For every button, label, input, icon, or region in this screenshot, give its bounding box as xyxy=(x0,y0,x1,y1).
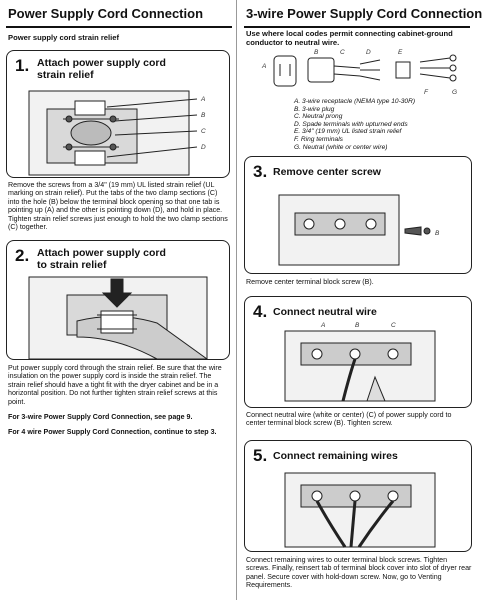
fig-label-b-step4: B xyxy=(355,322,360,329)
step-4-panel: 4. Connect neutral wire A B C xyxy=(244,296,472,408)
terminal-block-illustration: B xyxy=(278,194,440,266)
diagram-label-b: B xyxy=(314,49,319,56)
step-4-caption: Connect neutral wire (white or center) (… xyxy=(246,411,452,428)
fig-label-a: A xyxy=(320,322,325,329)
fig-label-c: C xyxy=(391,322,396,329)
step-4-number: 4. xyxy=(253,302,268,321)
legend-item: F. Ring terminals xyxy=(294,135,343,143)
diagram-label-f: F xyxy=(424,89,429,96)
step-5-panel: 5. Connect remaining wires xyxy=(244,440,472,552)
step-4-title: Connect neutral wire xyxy=(273,306,377,318)
note-4-wire: For 4 wire Power Supply Cord Connection,… xyxy=(8,428,217,436)
step-2-title-line1: Attach power supply cord xyxy=(37,247,166,259)
legend-item: D. Spade terminals with upturned ends xyxy=(294,120,408,128)
step-5-title: Connect remaining wires xyxy=(273,450,398,462)
legend-item: E. 3/4" (19 mm) UL listed strain relief xyxy=(294,128,402,136)
diagram-label-a: A xyxy=(261,63,266,70)
legend-item: A. 3-wire receptacle (NEMA type 10-30R) xyxy=(294,98,416,105)
diagram-label-e: E xyxy=(398,49,403,56)
step-5-number: 5. xyxy=(253,446,268,465)
section-rule-3wire xyxy=(244,26,470,28)
step-1-title: Attach power supply cord strain relief xyxy=(37,57,166,81)
remaining-wires-illustration xyxy=(284,472,436,548)
legend-item: G. Neutral (white or center wire) xyxy=(294,143,388,151)
diagram-label-g: G xyxy=(452,89,457,96)
step-3-title: Remove center screw xyxy=(273,166,381,178)
parts-diagram: A B C D E F G xyxy=(261,49,457,96)
cord-through-relief-illustration xyxy=(28,276,209,360)
label-a: A xyxy=(200,96,205,103)
step-2-title-line2: to strain relief xyxy=(37,259,107,271)
step-1-title-line2: strain relief xyxy=(37,69,94,81)
section-title-3wire: 3-wire Power Supply Cord Connection xyxy=(246,6,482,21)
section-subtitle: Power supply cord strain relief xyxy=(8,33,119,42)
label-c: C xyxy=(201,128,206,135)
parts-legend: A. 3-wire receptacle (NEMA type 10-30R) … xyxy=(294,98,474,151)
section-subtitle-3wire: Use where local codes permit connecting … xyxy=(246,29,453,47)
step-5-caption: Connect remaining wires to outer termina… xyxy=(246,556,472,590)
step-2-number: 2. xyxy=(15,246,30,265)
note-3-wire: For 3-wire Power Supply Cord Connection,… xyxy=(8,413,193,421)
section-title: Power Supply Cord Connection xyxy=(8,6,204,21)
step-3-panel: 3. Remove center screw B xyxy=(244,156,472,274)
step-2-panel: 2. Attach power supply cord to strain re… xyxy=(6,240,230,360)
step-1-panel: 1. Attach power supply cord strain relie… xyxy=(6,50,230,178)
step-2-title: Attach power supply cord to strain relie… xyxy=(37,247,166,271)
neutral-wire-illustration: A B C xyxy=(284,322,436,402)
step-1-text: Remove the screws from a 3/4" (19 mm) UL… xyxy=(8,181,228,232)
label-d: D xyxy=(201,144,206,151)
column-divider xyxy=(236,0,237,600)
fig-label-b: B xyxy=(435,230,440,237)
legend-item: C. Neutral prong xyxy=(294,113,343,121)
step-1-number: 1. xyxy=(15,56,30,75)
diagram-label-d: D xyxy=(366,49,371,56)
legend-item: B. 3-wire plug xyxy=(294,105,335,113)
step-3-number: 3. xyxy=(253,162,268,181)
diagram-label-c: C xyxy=(340,49,345,56)
section-rule xyxy=(6,26,232,28)
step-2-text: Put power supply cord through the strain… xyxy=(8,364,222,406)
strain-relief-illustration: A B C D xyxy=(28,90,206,176)
label-b: B xyxy=(201,112,206,119)
step-1-title-line1: Attach power supply cord xyxy=(37,57,166,69)
step-3-caption: Remove center terminal block screw (B). xyxy=(246,278,374,286)
